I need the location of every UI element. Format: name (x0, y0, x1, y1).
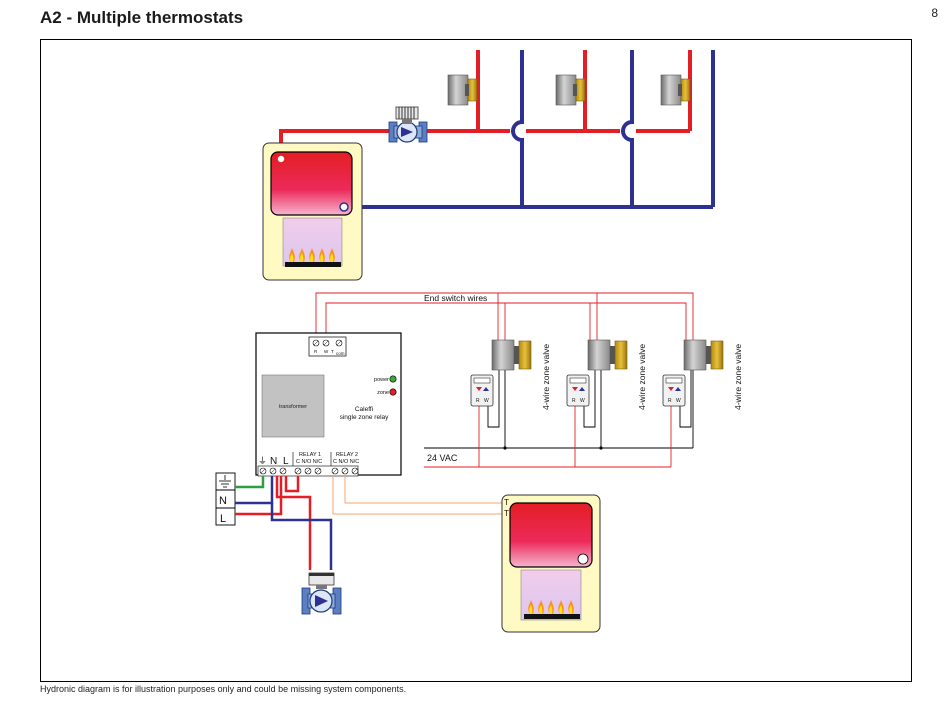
top-term-com: com (336, 351, 345, 356)
zone-valve-wiring-3 (683, 339, 724, 371)
relay-brand: Caleffi (355, 406, 373, 413)
ground-symbol: ⏚ (258, 456, 267, 466)
end-switch-wires-label: End switch wires (424, 293, 487, 303)
term-n-label: N (270, 456, 277, 467)
svg-text:R: R (668, 398, 672, 404)
boiler-bottom: T T (501, 494, 601, 633)
boiler-t-wires (332, 476, 508, 515)
thermostat-2: R W (566, 374, 590, 407)
zone-valve-top-2 (555, 74, 586, 106)
svg-text:W: W (676, 398, 681, 404)
thermostat-1: R W (470, 374, 494, 407)
circulator-pump-top (388, 106, 428, 143)
power-label: power (374, 377, 389, 383)
boiler-t-label-1: T (504, 498, 509, 507)
page-number: 8 (931, 6, 938, 20)
top-term-w: W (324, 349, 329, 354)
term-l-label: L (283, 456, 289, 467)
top-term-r: R (314, 349, 318, 354)
boiler-t-label-2: T (504, 509, 509, 518)
zone-led (389, 388, 397, 396)
thermostat-3: R W (662, 374, 686, 407)
page-title: A2 - Multiple thermostats (40, 8, 244, 27)
power-led (389, 375, 397, 383)
relay1-contacts: C N/O N/C (296, 459, 322, 465)
relay1-label: RELAY 1 (299, 452, 321, 458)
zone-valve-wiring-2 (587, 339, 628, 371)
relay-name: single zone relay (340, 414, 390, 421)
vac-bus (424, 370, 694, 468)
relay2-contacts: C N/O N/C (333, 459, 359, 465)
svg-text:W: W (580, 398, 585, 404)
footer-note: Hydronic diagram is for illustration pur… (40, 684, 407, 694)
svg-text:W: W (484, 398, 489, 404)
zone-valve-top-1 (447, 74, 478, 106)
panel-n-label: N (219, 495, 227, 507)
zone-valve-top-3 (660, 74, 691, 106)
zone-label: zone (377, 390, 389, 396)
zone-valve-label-2: 4-wire zone valve (637, 344, 647, 410)
zone-valve-wiring-1 (491, 339, 532, 371)
svg-text:R: R (572, 398, 576, 404)
zone-valve-label-3: 4-wire zone valve (733, 344, 743, 410)
return-piping-top (345, 50, 715, 209)
transformer-label: transformer (279, 404, 307, 410)
circulator-pump-bottom (301, 572, 342, 615)
boiler-top (262, 142, 363, 281)
line-voltage-panel: N L (215, 472, 236, 526)
supply-piping-top (279, 50, 692, 158)
panel-l-label: L (220, 513, 226, 525)
svg-text:R: R (476, 398, 480, 404)
vac-label: 24 VAC (427, 453, 458, 463)
top-term-t: T (331, 349, 334, 354)
diagram-frame (40, 39, 912, 682)
end-switch-wires (315, 292, 694, 340)
line-voltage-wires (235, 476, 333, 570)
zone-valve-label-1: 4-wire zone valve (541, 344, 551, 410)
zone-relay: R W T com transformer power zone Caleffi… (255, 332, 402, 477)
relay2-label: RELAY 2 (336, 452, 358, 458)
